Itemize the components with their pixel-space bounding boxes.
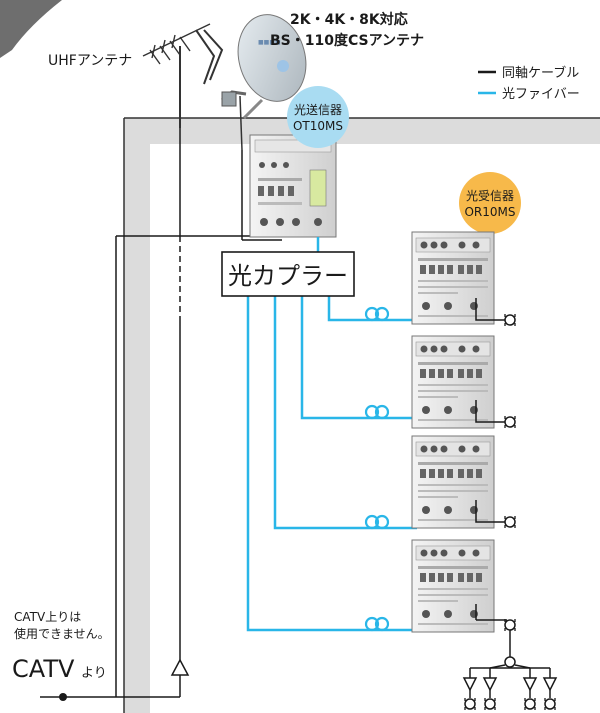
building-wall <box>123 117 600 713</box>
bs-antenna-label-line1: 2K・4K・8K対応 <box>290 11 408 28</box>
catv-note-line2: 使用できません。 <box>14 626 110 641</box>
receiver-unit-4 <box>411 539 495 633</box>
branch-outlet-4 <box>544 697 556 711</box>
transmitter-label-line2: OT10MS <box>293 119 343 133</box>
receiver-unit-1 <box>411 231 495 325</box>
splitter-network <box>462 656 558 698</box>
fiber-coil-2 <box>364 404 390 420</box>
headend-unit <box>249 134 337 238</box>
transmitter-bubble: 光送信器 OT10MS <box>287 86 349 148</box>
tv-outlet-2 <box>504 415 516 429</box>
catv-note-line1: CATV上りは <box>14 610 81 624</box>
fiber-coil-3 <box>364 514 390 530</box>
branch-outlet-2 <box>484 697 496 711</box>
fiber-legend-label: 光ファイバー <box>502 87 580 102</box>
transmitter-label-line1: 光送信器 <box>294 102 342 117</box>
coupler-label: 光カプラー <box>228 262 348 290</box>
receiver-unit-3 <box>411 435 495 529</box>
branch-outlet-3 <box>524 697 536 711</box>
fiber-slack-coils <box>364 306 390 632</box>
branch-outlet-1 <box>464 697 476 711</box>
coax-legend-label: 同軸ケーブル <box>502 65 579 81</box>
bs-cs-dish-antenna: ■■■■ <box>221 14 307 151</box>
corner-decoration <box>0 0 62 58</box>
receiver-bubble: 光受信器 OR10MS <box>459 172 521 234</box>
fiber-coil-4 <box>364 616 390 632</box>
coax-lines <box>40 128 282 698</box>
catv-source-label: CATV <box>12 655 75 683</box>
receiver-label-line2: OR10MS <box>464 205 515 219</box>
legend: 同軸ケーブル 光ファイバー <box>478 65 580 102</box>
bs-antenna-label-line2: BS・110度CSアンテナ <box>270 32 424 49</box>
uhf-antenna-label: UHFアンテナ <box>48 53 132 69</box>
catv-junction <box>59 693 67 701</box>
tv-outlet-1 <box>504 313 516 327</box>
optical-coupler: 光カプラー <box>221 251 355 297</box>
tv-outlet-3 <box>504 515 516 529</box>
tv-outlet-4 <box>504 618 516 632</box>
svg-text:■■■■: ■■■■ <box>258 39 281 46</box>
amplifier-icon <box>170 658 190 676</box>
catv-source-suffix: より <box>81 666 107 681</box>
uhf-antenna <box>142 23 224 128</box>
receiver-unit-2 <box>411 335 495 429</box>
fiber-coil-1 <box>364 306 390 322</box>
receiver-label-line1: 光受信器 <box>466 189 514 203</box>
